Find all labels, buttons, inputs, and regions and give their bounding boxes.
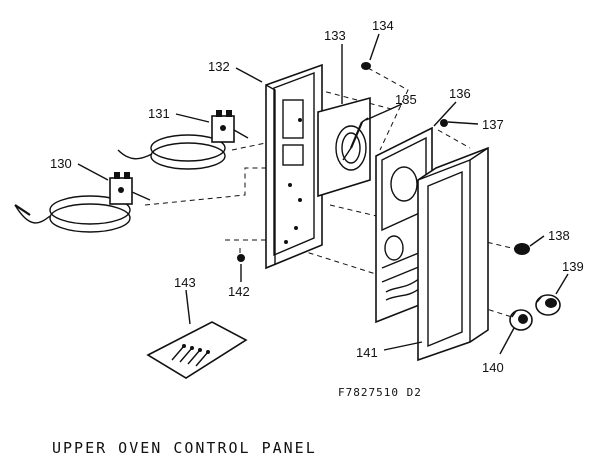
trim-frame-icon [417, 146, 489, 362]
thermostat-icon [14, 172, 151, 233]
callout-136: 136 [449, 86, 471, 101]
callout-133: 133 [324, 28, 346, 43]
screw-icon [440, 119, 448, 127]
clock-icon [335, 117, 369, 171]
leader-lines [77, 33, 569, 355]
screw-icon [361, 62, 371, 70]
callout-labels: 130 131 132 133 134 135 136 137 138 139 … [50, 18, 584, 375]
knob-icon [514, 243, 530, 255]
insulation-plate-icon [317, 96, 371, 198]
diagram-title: UPPER OVEN CONTROL PANEL [52, 439, 317, 457]
callout-139: 139 [562, 259, 584, 274]
callout-131: 131 [148, 106, 170, 121]
callout-143: 143 [174, 275, 196, 290]
screw-icon [237, 254, 245, 262]
callout-134: 134 [372, 18, 394, 33]
callout-135: 135 [395, 92, 417, 107]
thermostat-icon [117, 110, 249, 170]
knob-icon [535, 294, 561, 316]
panel-bracket-icon [265, 63, 323, 270]
callout-130: 130 [50, 156, 72, 171]
instruction-card-icon [146, 321, 248, 379]
callout-140: 140 [482, 360, 504, 375]
callout-132: 132 [208, 59, 230, 74]
callout-142: 142 [228, 284, 250, 299]
callout-137: 137 [482, 117, 504, 132]
knob-icon [509, 309, 533, 331]
drawing-code: F7827510 D2 [338, 386, 422, 399]
callout-141: 141 [356, 345, 378, 360]
callout-138: 138 [548, 228, 570, 243]
